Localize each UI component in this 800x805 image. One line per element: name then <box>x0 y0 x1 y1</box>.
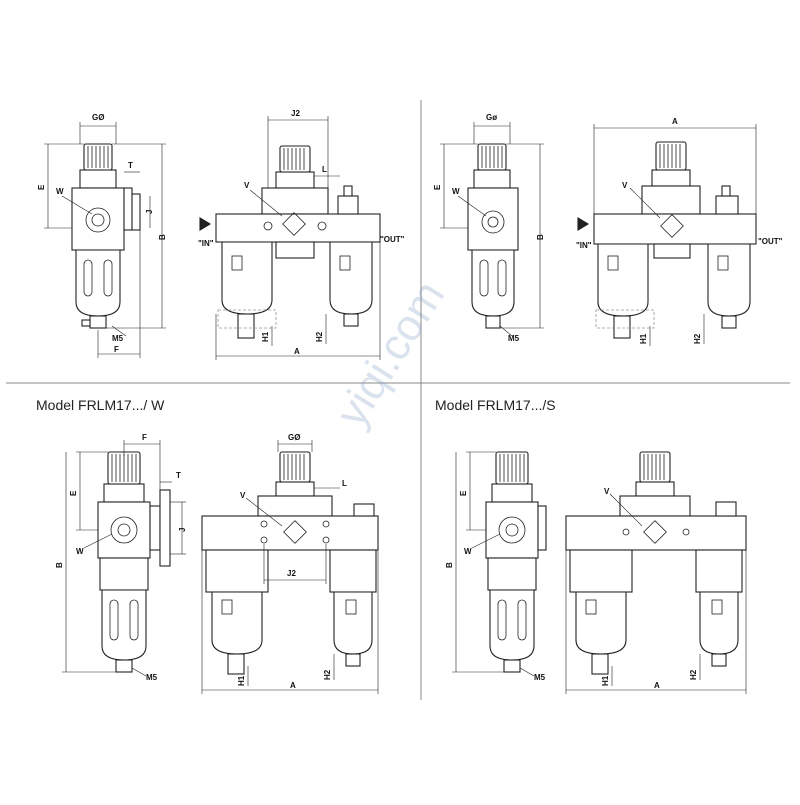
label-g-dia: GØ <box>92 113 104 122</box>
label-h2-2: H2 <box>693 333 702 344</box>
label-v-4: V <box>604 487 610 496</box>
label-w-4: W <box>464 547 472 556</box>
label-t: T <box>128 161 133 170</box>
label-m5-4: M5 <box>534 673 546 682</box>
label-m5-3: M5 <box>146 673 158 682</box>
tr-side-view: Gø E W B M5 <box>433 113 545 343</box>
label-out: "OUT" <box>380 235 405 244</box>
label-j2: J2 <box>291 109 300 118</box>
label-h2: H2 <box>315 331 324 342</box>
label-h2-4: H2 <box>689 669 698 680</box>
tl-front-view: "IN" "OUT" J2 L V A H1 H2 <box>198 109 405 360</box>
label-out-2: "OUT" <box>758 237 783 246</box>
label-h2-3: H2 <box>323 669 332 680</box>
label-v-3: V <box>240 491 246 500</box>
label-b-4: B <box>445 562 454 568</box>
label-w-3: W <box>76 547 84 556</box>
label-e-2: E <box>433 184 442 190</box>
label-in: "IN" <box>198 239 214 248</box>
label-b-3: B <box>55 562 64 568</box>
label-t-2: T <box>176 471 181 480</box>
label-j2-2: J2 <box>287 569 296 578</box>
label-a-2: A <box>290 681 296 690</box>
label-h1-2: H1 <box>639 333 648 344</box>
label-b: B <box>158 234 167 240</box>
label-e: E <box>37 184 46 190</box>
label-m5: M5 <box>112 334 124 343</box>
label-v: V <box>244 181 250 190</box>
label-a-top: A <box>672 117 678 126</box>
label-a-3: A <box>654 681 660 690</box>
label-in-2: "IN" <box>576 241 592 250</box>
br-side-view: E B W M5 <box>445 451 547 682</box>
label-e-3: E <box>69 490 78 496</box>
bl-side-view: F T E B W J M5 <box>55 433 187 682</box>
label-h1-3: H1 <box>237 675 246 686</box>
bl-front-view: GØ L V J2 A H1 H2 <box>201 433 379 694</box>
label-g-a: Gø <box>486 113 497 122</box>
label-h1-4: H1 <box>601 675 610 686</box>
label-v-2: V <box>622 181 628 190</box>
label-j-2: J <box>178 528 187 532</box>
label-h1: H1 <box>261 331 270 342</box>
tl-side-view: GØ E W T J B M5 F <box>37 113 167 358</box>
title-model-s: Model FRLM17.../S <box>435 397 556 413</box>
br-front-view: V A H1 H2 <box>565 451 747 694</box>
label-g-dia-2: GØ <box>288 433 300 442</box>
label-l: L <box>322 165 327 174</box>
label-m5-2: M5 <box>508 334 520 343</box>
label-e-4: E <box>459 490 468 496</box>
label-f: F <box>114 345 119 354</box>
label-f-2: F <box>142 433 147 442</box>
label-w-2: W <box>452 187 460 196</box>
title-model-w: Model FRLM17.../ W <box>36 397 165 413</box>
label-a: A <box>294 347 300 356</box>
label-b-2: B <box>536 234 545 240</box>
label-j: J <box>145 210 154 214</box>
tr-front-view: "IN" "OUT" A V H1 H2 <box>576 117 783 346</box>
label-l-2: L <box>342 479 347 488</box>
label-w: W <box>56 187 64 196</box>
